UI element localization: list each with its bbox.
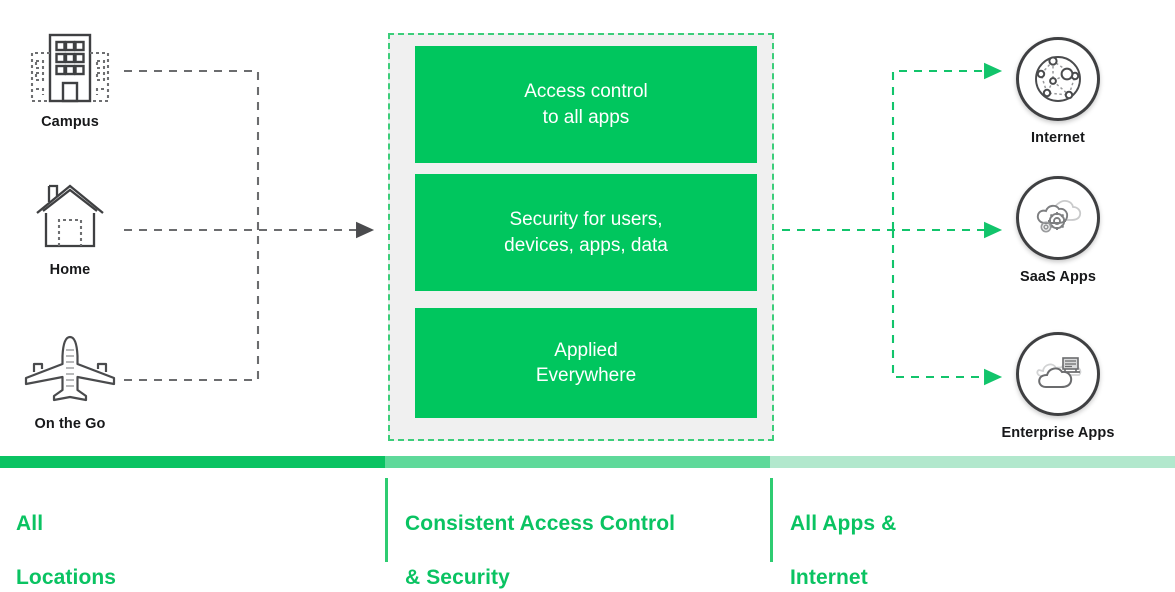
network-globe-icon <box>1016 37 1100 121</box>
destination-saas-apps: SaaS Apps <box>983 176 1133 285</box>
legend-line-2: Internet <box>790 565 868 589</box>
legend-line-2: Locations <box>16 565 117 589</box>
house-icon <box>0 176 140 256</box>
location-label: On the Go <box>34 416 106 432</box>
connector-wires <box>124 62 1003 386</box>
destination-label: Enterprise Apps <box>1001 425 1115 441</box>
legend-strip: All Locations Consistent Access Control … <box>0 456 1175 589</box>
legend-segment-all-apps: All Apps & Internet <box>770 456 1175 589</box>
diagram-canvas: Campus Home <box>0 28 1175 589</box>
location-label: Home <box>49 262 91 278</box>
wire-center-to-internet <box>891 62 1003 230</box>
card-line-2: Everywhere <box>535 365 637 386</box>
airplane-icon <box>0 330 140 410</box>
legend-line-1: All <box>16 511 44 535</box>
destination-label: SaaS Apps <box>1019 269 1097 285</box>
cloud-server-icon <box>1016 332 1100 416</box>
legend-text: Consistent Access Control & Security <box>405 484 675 592</box>
legend-line-1: Consistent Access Control <box>405 511 676 535</box>
location-campus: Campus <box>0 28 140 130</box>
wire-center-to-enterprise <box>891 230 1003 386</box>
office-building-icon <box>0 28 140 108</box>
legend-segment-all-locations: All Locations <box>0 456 385 589</box>
location-on-the-go: On the Go <box>0 330 140 432</box>
destination-enterprise-apps: Enterprise Apps <box>983 332 1133 441</box>
card-line-1: Security for users, <box>509 209 663 231</box>
legend-bar <box>770 456 1175 468</box>
card-line-1: Applied <box>554 339 618 361</box>
legend-bar <box>0 456 385 468</box>
card-access-control: Access control to all apps <box>415 46 757 163</box>
legend-text: All Apps & Internet <box>790 484 896 592</box>
cloud-gears-icon <box>1016 176 1100 260</box>
legend-line-1: All Apps & <box>790 511 897 535</box>
card-line-2: to all apps <box>542 106 630 128</box>
card-security: Security for users, devices, apps, data <box>415 174 757 291</box>
left-connectors <box>124 69 375 382</box>
wire-on-the-go <box>124 230 260 382</box>
legend-bar <box>385 456 770 468</box>
location-label: Campus <box>41 114 99 130</box>
card-line-1: Access control <box>524 81 648 103</box>
legend-text: All Locations <box>16 484 116 592</box>
wire-campus <box>124 69 260 230</box>
right-connectors <box>782 62 1003 386</box>
legend-divider <box>385 478 388 562</box>
legend-line-2: & Security <box>405 565 510 589</box>
legend-divider <box>770 478 773 562</box>
location-home: Home <box>0 176 140 278</box>
card-line-2: devices, apps, data <box>504 234 668 256</box>
legend-segment-consistent-access: Consistent Access Control & Security <box>385 456 770 589</box>
card-applied-everywhere: Applied Everywhere <box>415 308 757 418</box>
destination-internet: Internet <box>983 37 1133 146</box>
destination-label: Internet <box>1031 130 1085 146</box>
